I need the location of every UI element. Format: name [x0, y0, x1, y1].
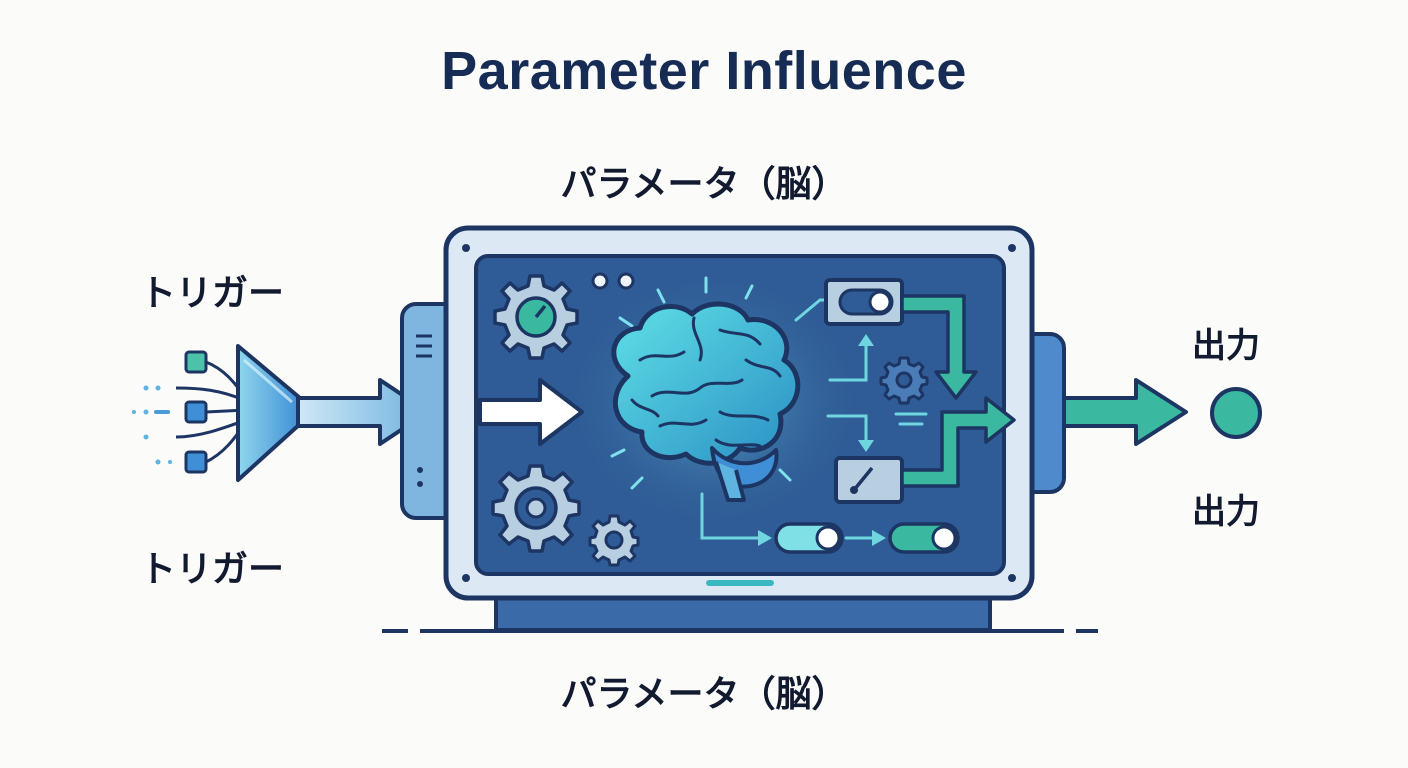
parameters-label-bottom: パラメータ（脳） [560, 674, 848, 715]
toggle-switch-bottom-right [888, 522, 960, 554]
connector-arrowheads [758, 334, 886, 546]
teal-flow-arrows [900, 294, 1016, 488]
brain-icon [611, 301, 801, 502]
gear-icon-mini [879, 356, 929, 405]
output-node [1210, 387, 1262, 439]
brain-glow-rays [610, 276, 792, 490]
gear-icon-small [588, 514, 640, 567]
trigger-funnel [236, 344, 302, 482]
parameters-label-top: パラメータ（脳） [560, 164, 848, 205]
monitor-base [382, 594, 1098, 633]
input-particles [132, 385, 172, 465]
gear-icon-gauge [493, 274, 579, 360]
trigger-nodes [175, 350, 248, 474]
toggle-switch-bottom-left [774, 522, 844, 554]
control-connectors [700, 298, 928, 540]
gear-icon-large [491, 464, 581, 553]
output-arrow [1062, 378, 1188, 446]
screen-input-arrow [478, 378, 584, 446]
output-label-bottom: 出力 [1192, 492, 1260, 532]
diagram-title: Parameter Influence [441, 41, 967, 101]
status-dots [591, 272, 635, 290]
trigger-label-top: トリガー [140, 273, 285, 314]
trigger-label-bottom: トリガー [140, 549, 285, 590]
toggle-switch-top [824, 278, 904, 326]
gauge-panel [834, 456, 904, 504]
output-label-top: 出力 [1192, 326, 1260, 366]
